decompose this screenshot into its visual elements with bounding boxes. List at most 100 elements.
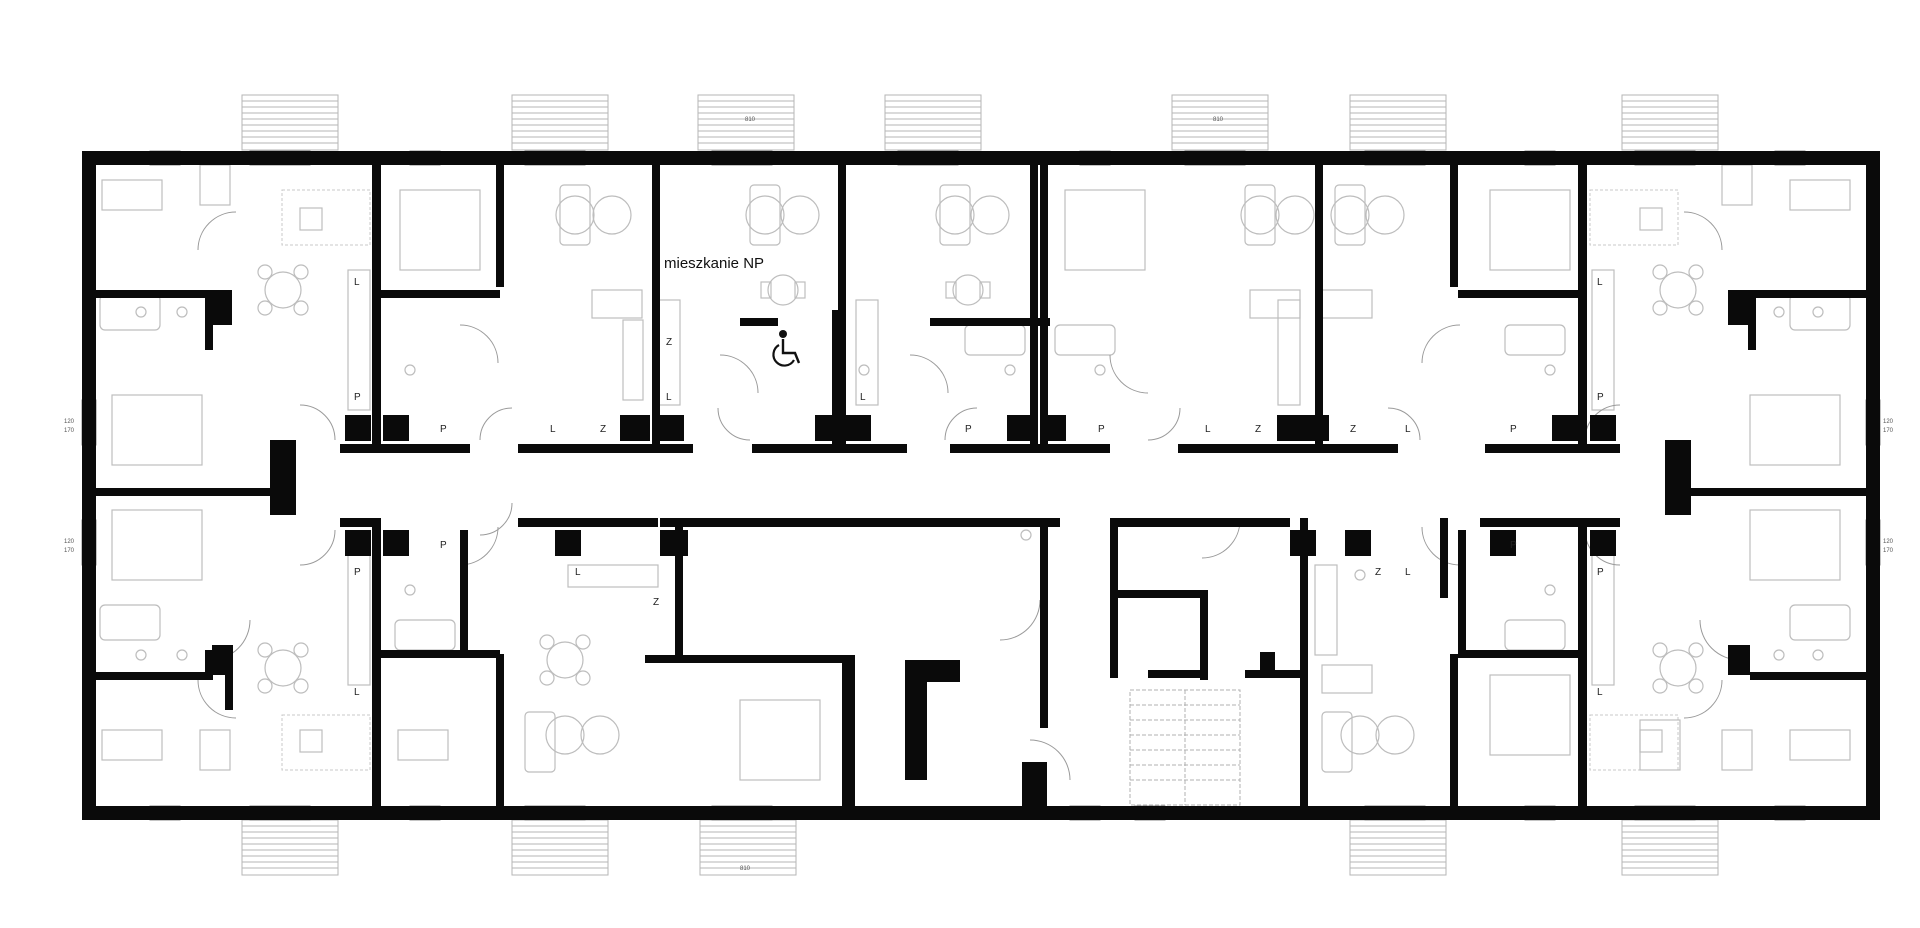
bathtub — [964, 324, 1026, 356]
desk — [101, 729, 163, 761]
sofa-set — [555, 184, 632, 246]
balcony — [241, 94, 339, 151]
dim-label: 170 — [1883, 428, 1894, 434]
windows — [81, 150, 1881, 821]
dim-label: 120 — [1883, 539, 1894, 545]
room-code-p: P — [1098, 424, 1105, 435]
room-code-p: P — [1597, 392, 1604, 403]
balcony — [1621, 819, 1719, 876]
dim-label: 120 — [1883, 419, 1894, 425]
bathtub — [394, 619, 456, 651]
bathtub — [99, 604, 161, 641]
balcony — [697, 94, 795, 151]
sofa — [281, 714, 371, 771]
bathtub — [1789, 294, 1851, 331]
sofa — [1589, 189, 1679, 246]
room-code-z: Z — [1375, 567, 1381, 578]
bed — [1064, 189, 1146, 271]
balconies-top — [241, 94, 1719, 151]
bathtub — [99, 294, 161, 331]
bed — [1489, 189, 1571, 271]
bed — [1489, 674, 1571, 756]
balcony — [511, 819, 609, 876]
sofa — [281, 189, 371, 246]
dim-label: 170 — [64, 428, 75, 434]
armchair — [1639, 729, 1663, 753]
room-code-p: P — [354, 567, 361, 578]
balcony — [511, 94, 609, 151]
room-code-l: L — [354, 687, 360, 698]
bathtub — [1504, 324, 1566, 356]
furniture — [99, 164, 1851, 806]
balcony — [241, 819, 339, 876]
dining-table — [1652, 264, 1704, 316]
bathtub — [1504, 619, 1566, 651]
wardrobe — [199, 164, 231, 206]
room-code-p: P — [440, 540, 447, 551]
room-code-z: Z — [1255, 424, 1261, 435]
dim-label: 120 — [64, 419, 75, 425]
bed — [111, 509, 203, 581]
desk — [397, 729, 449, 761]
dim-label: 170 — [64, 548, 75, 554]
room-code-p: P — [1510, 424, 1517, 435]
armchair — [299, 729, 323, 753]
table — [1321, 664, 1373, 694]
room-code-p: P — [354, 392, 361, 403]
bed — [739, 699, 821, 781]
dining-table — [760, 274, 806, 306]
dining-table — [945, 274, 991, 306]
balcony — [884, 94, 982, 151]
toilets — [135, 306, 1824, 661]
kitchen-counter — [1314, 564, 1338, 656]
kitchen-counter — [855, 299, 879, 406]
armchair — [1639, 207, 1663, 231]
bed — [1749, 509, 1841, 581]
desk — [101, 179, 163, 211]
bathtub — [1054, 324, 1116, 356]
wardrobe — [1721, 164, 1753, 206]
dim-label: 170 — [1883, 548, 1894, 554]
room-code-p: P — [1510, 540, 1517, 551]
room-code-l: L — [666, 392, 672, 403]
kitchen-counter — [1591, 269, 1615, 411]
dining-table — [257, 642, 309, 694]
sofa-set — [524, 711, 620, 773]
room-code-l: L — [860, 392, 866, 403]
kitchen-counter — [1277, 299, 1301, 406]
walls — [82, 151, 1880, 820]
kitchen-counter — [1591, 544, 1615, 686]
kitchen-counter — [567, 564, 659, 588]
room-labels: L L P P P P L Z Z L L Z L P P L Z Z L P … — [354, 277, 1604, 698]
room-code-z: Z — [653, 597, 659, 608]
dining-table — [1652, 642, 1704, 694]
dining-table — [539, 634, 591, 686]
wardrobe — [1639, 719, 1681, 771]
desk — [1789, 729, 1851, 761]
balconies-bottom — [241, 819, 1719, 876]
room-code-p: P — [965, 424, 972, 435]
sofa-set — [935, 184, 1010, 246]
room-code-l: L — [1405, 567, 1411, 578]
table — [591, 289, 643, 319]
room-code-p: P — [1597, 567, 1604, 578]
balcony — [1349, 94, 1447, 151]
bathtub — [1789, 604, 1851, 641]
bed — [1749, 394, 1841, 466]
bed — [399, 189, 481, 271]
room-code-l: L — [1597, 687, 1603, 698]
table — [1321, 289, 1373, 319]
room-code-z: Z — [666, 337, 672, 348]
dining-table — [257, 264, 309, 316]
wardrobe — [1721, 729, 1753, 771]
sofa-set — [745, 184, 820, 246]
armchair — [299, 207, 323, 231]
unit-label: mieszkanie NP — [664, 255, 764, 272]
bed — [111, 394, 203, 466]
kitchen-counter — [622, 319, 644, 401]
mark-label: 810 — [745, 117, 756, 123]
table — [1249, 289, 1301, 319]
wheelchair-icon — [772, 330, 801, 367]
balcony — [1171, 94, 1269, 151]
